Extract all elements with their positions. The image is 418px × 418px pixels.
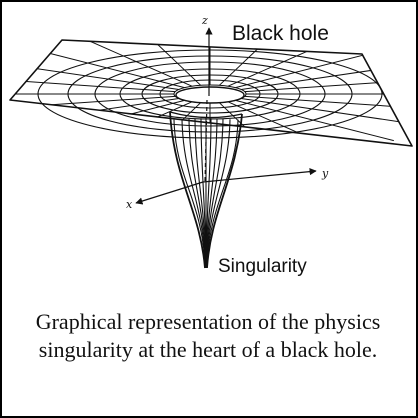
figure-caption: Graphical representation of the physics … [35, 309, 381, 362]
y-axis [202, 168, 317, 183]
grid-radial-line [244, 95, 412, 112]
funnel-line [205, 119, 231, 269]
funnel-edge-right [206, 113, 243, 269]
grid-radial-line [26, 46, 185, 89]
y-axis-label: y [321, 167, 329, 180]
black-hole-label: Black hole [232, 22, 329, 45]
well-throat [175, 86, 245, 104]
funnel-edge-left [169, 111, 206, 269]
grid-radial-line [244, 76, 412, 93]
funnel-line [173, 119, 206, 269]
x-axis [135, 181, 204, 205]
grid-radial-line [218, 40, 278, 86]
grid-radial-line [235, 99, 394, 142]
funnel-line [181, 119, 207, 269]
grid-radial-line [142, 40, 202, 86]
singularity-label: Singularity [218, 256, 307, 277]
grid-radial-line [10, 95, 176, 112]
black-hole-diagram: Black hole Singularity z y x [9, 14, 413, 277]
coordinate-axes [135, 27, 317, 205]
grid-radial-line [79, 40, 193, 87]
funnel-line [206, 119, 239, 269]
funnel-line [205, 118, 212, 269]
grid-radial-line [10, 76, 176, 93]
gravity-well-funnel [169, 111, 243, 269]
x-axis-label: x [126, 198, 133, 211]
z-axis-label: z [201, 14, 208, 27]
spacetime-grid [9, 39, 413, 147]
